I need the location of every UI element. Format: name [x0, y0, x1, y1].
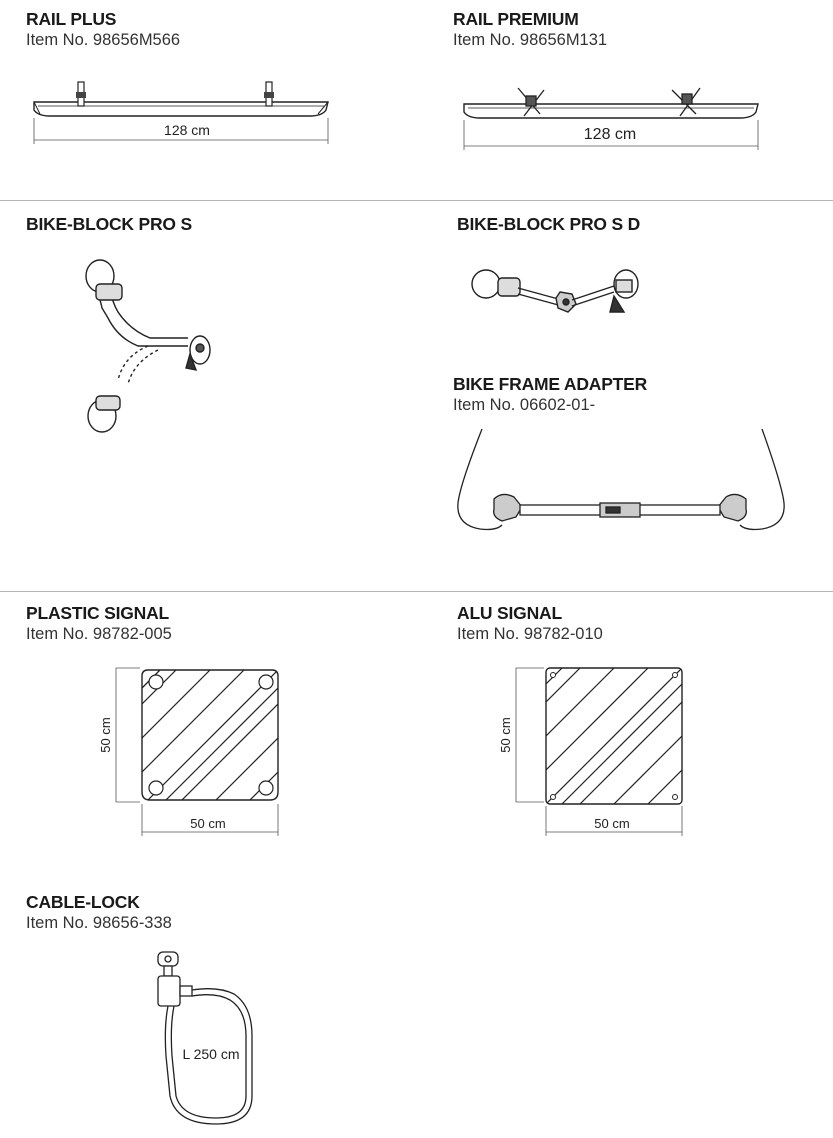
bike-block-pro-s-drawing — [85, 259, 211, 433]
alu-signal-title: ALU SIGNAL — [457, 603, 562, 623]
bike-block-pro-s-title: BIKE-BLOCK PRO S — [26, 214, 192, 234]
rail-premium-header: RAIL PREMIUM Item No. 98656M131 — [453, 9, 607, 51]
bike-frame-adapter-drawing — [457, 428, 785, 531]
rail-plus-title: RAIL PLUS — [26, 9, 117, 29]
rail-premium-drawing: 128 cm — [463, 87, 759, 150]
cable-lock-title: CABLE-LOCK — [26, 892, 140, 912]
bike-block-pro-s-d-drawing — [471, 269, 639, 313]
rail-premium-title: RAIL PREMIUM — [453, 9, 579, 29]
plastic-signal-header: PLASTIC SIGNAL Item No. 98782-005 — [26, 603, 172, 645]
section-divider-2 — [0, 591, 833, 592]
plastic-signal-width-label: 50 cm — [190, 816, 225, 831]
rail-plus-length-label: 128 cm — [164, 122, 210, 138]
alu-signal-header: ALU SIGNAL Item No. 98782-010 — [457, 603, 603, 645]
plastic-signal-title: PLASTIC SIGNAL — [26, 603, 170, 623]
rail-plus-drawing: 128 cm — [33, 81, 329, 144]
plastic-signal-height-label: 50 cm — [98, 717, 113, 752]
alu-signal-item-number: Item No. 98782-010 — [457, 625, 603, 643]
alu-signal-drawing: 50 cm 50 cm — [498, 667, 683, 836]
cable-lock-drawing: L 250 cm — [157, 951, 253, 1125]
bike-frame-adapter-header: BIKE FRAME ADAPTER Item No. 06602-01- — [453, 374, 647, 416]
rail-premium-item-number: Item No. 98656M131 — [453, 31, 608, 49]
rail-premium-length-label: 128 cm — [584, 126, 636, 143]
bike-block-pro-s-d-title: BIKE-BLOCK PRO S D — [457, 214, 641, 234]
plastic-signal-drawing: 50 cm 50 cm — [98, 667, 279, 836]
rail-plus-item-number: Item No. 98656M566 — [26, 31, 181, 49]
rail-plus-header: RAIL PLUS Item No. 98656M566 — [26, 9, 180, 51]
bike-frame-adapter-item-number: Item No. 06602-01- — [453, 396, 596, 414]
bike-frame-adapter-title: BIKE FRAME ADAPTER — [453, 374, 648, 394]
cable-lock-item-number: Item No. 98656-338 — [26, 914, 172, 932]
bike-block-pro-s-header: BIKE-BLOCK PRO S — [26, 214, 192, 234]
cable-lock-header: CABLE-LOCK Item No. 98656-338 — [26, 892, 172, 934]
alu-signal-width-label: 50 cm — [594, 816, 629, 831]
section-divider-1 — [0, 200, 833, 201]
alu-signal-height-label: 50 cm — [498, 717, 513, 752]
plastic-signal-item-number: Item No. 98782-005 — [26, 625, 172, 643]
bike-block-pro-s-d-header: BIKE-BLOCK PRO S D — [457, 214, 640, 234]
cable-lock-length-label: L 250 cm — [182, 1046, 239, 1062]
